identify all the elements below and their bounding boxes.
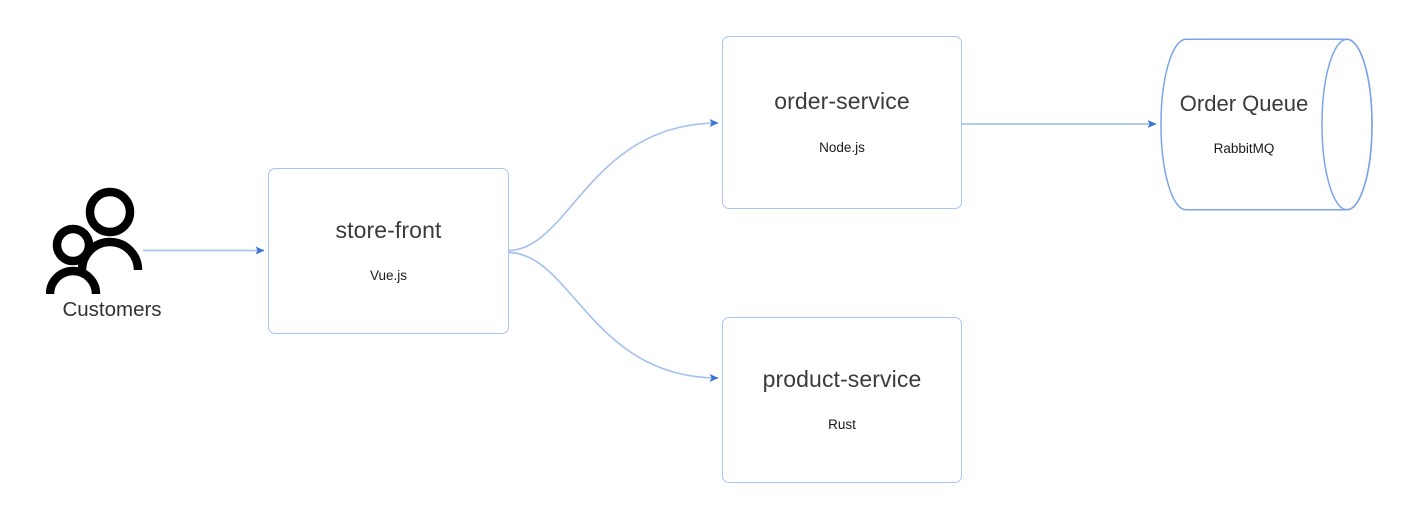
- node-order-queue-title: Order Queue: [1179, 90, 1309, 116]
- node-product-service-title: product-service: [762, 365, 922, 392]
- node-order-queue-text: Order Queue RabbitMQ: [1160, 38, 1328, 211]
- cylinder-shape: [1160, 38, 1373, 211]
- node-order-service-title: order-service: [774, 88, 910, 115]
- node-order-queue-subtitle: RabbitMQ: [1213, 141, 1275, 157]
- node-order-service[interactable]: order-service Node.js: [722, 36, 962, 209]
- actor-customers[interactable]: Customers: [36, 186, 188, 334]
- actor-customers-label: Customers: [62, 298, 162, 321]
- node-order-queue[interactable]: Order Queue RabbitMQ: [1160, 38, 1373, 211]
- node-store-front-subtitle: Vue.js: [369, 268, 408, 284]
- node-store-front-title: store-front: [335, 216, 442, 243]
- node-product-service-subtitle: Rust: [828, 417, 856, 433]
- connector-store-front-to-order-service: [508, 119, 719, 252]
- node-product-service[interactable]: product-service Rust: [722, 317, 962, 483]
- two-people-icon: [46, 187, 143, 295]
- connector-store-front-to-product-service: [508, 251, 719, 382]
- node-store-front[interactable]: store-front Vue.js: [268, 168, 509, 334]
- node-order-service-subtitle: Node.js: [819, 139, 865, 155]
